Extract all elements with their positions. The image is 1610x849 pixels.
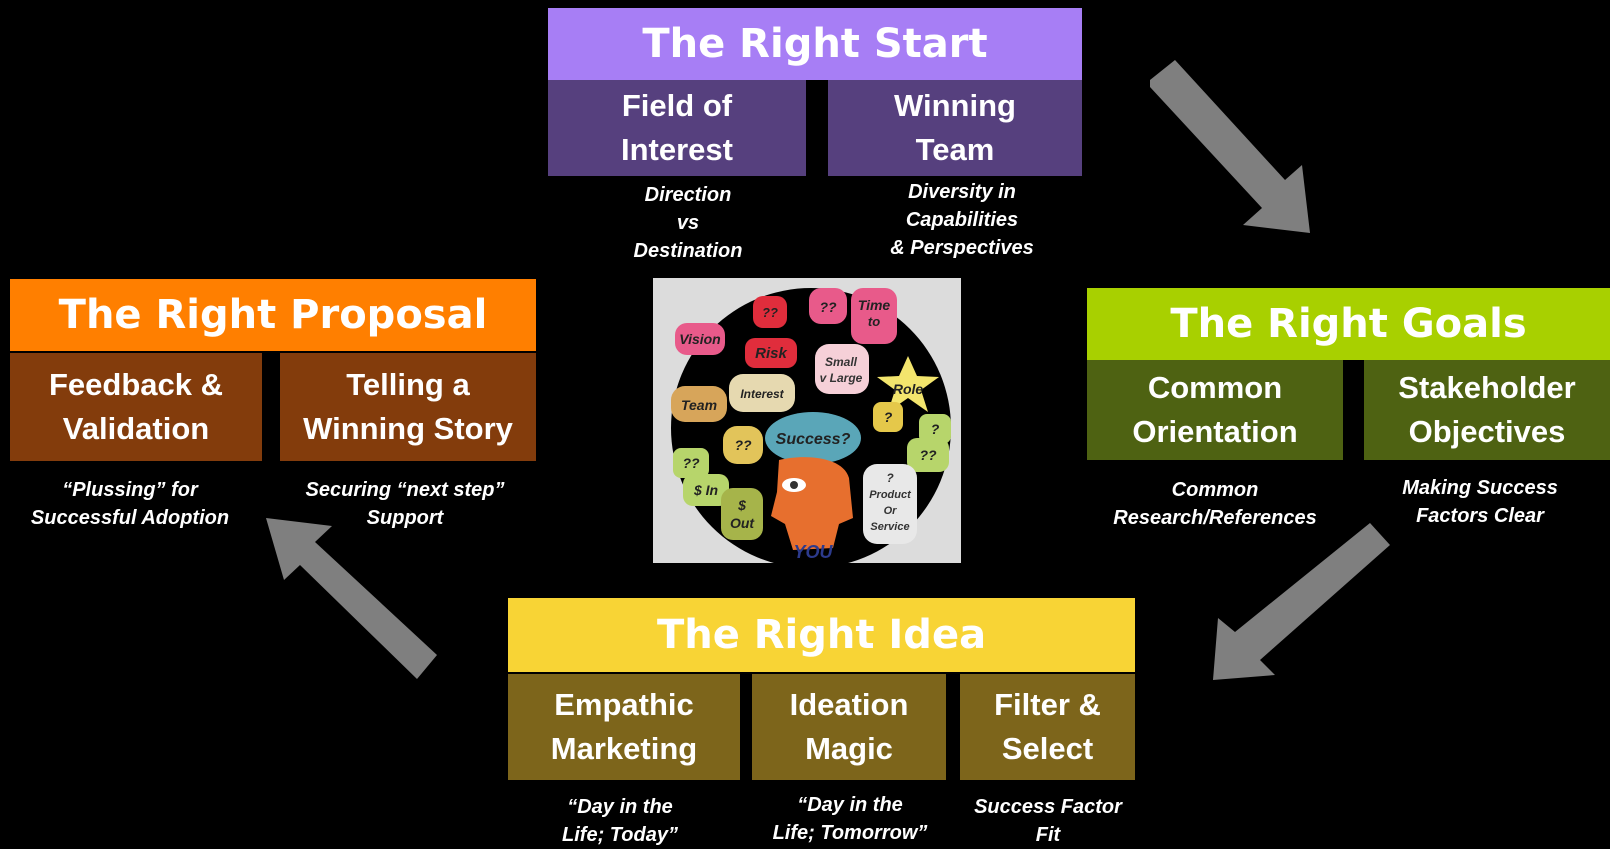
- bubble-q6: ??: [734, 437, 752, 453]
- bubble-vision: Vision: [679, 331, 721, 347]
- svg-text:Out: Out: [730, 515, 755, 531]
- start-sub-winning-team: Winning Team: [828, 80, 1082, 176]
- you-label: YOU: [793, 542, 833, 562]
- idea-title: The Right Idea: [508, 598, 1135, 672]
- arrow-start-to-goals: [1150, 60, 1310, 233]
- arrow-goals-to-idea: [1213, 523, 1390, 680]
- bubble-interest: Interest: [740, 387, 784, 401]
- svg-text:v Large: v Large: [820, 371, 863, 385]
- bubble-q5: ??: [919, 447, 937, 463]
- idea-note-success-factor: Success Factor Fit: [974, 796, 1122, 846]
- bubble-small-large: Small: [825, 355, 858, 369]
- success-thinking-illustration: Vision ?? ?? Time to Risk Small v Large …: [653, 278, 961, 563]
- start-note-diversity: Diversity in Capabilities & Perspectives: [890, 181, 1034, 259]
- center-illustration: Vision ?? ?? Time to Risk Small v Large …: [653, 278, 961, 563]
- svg-text:Service: Service: [870, 521, 909, 533]
- bubble-q3: ?: [884, 409, 893, 425]
- bubble-out: $: [737, 497, 746, 513]
- bubble-q2: ??: [819, 299, 837, 315]
- start-sub-field-of-interest: Field of Interest: [548, 80, 806, 176]
- idea-sub-filter-select: Filter & Select: [960, 674, 1135, 780]
- proposal-sub-telling-story: Telling a Winning Story: [280, 353, 536, 461]
- svg-text:Product: Product: [869, 489, 912, 501]
- bubble-product-or-service: ?: [886, 471, 894, 485]
- bubble-risk: Risk: [755, 345, 787, 362]
- svg-text:Or: Or: [884, 505, 898, 517]
- proposal-note-plussing: “Plussing” for Successful Adoption: [30, 479, 230, 529]
- goals-note-making-success: Making Success Factors Clear: [1402, 477, 1558, 527]
- proposal-title: The Right Proposal: [10, 279, 536, 351]
- bubble-q7: ??: [682, 455, 700, 471]
- bubble-success: Success?: [776, 431, 851, 448]
- bubble-role: Role: [893, 381, 924, 397]
- idea-note-tomorrow: “Day in the Life; Tomorrow”: [772, 794, 928, 844]
- start-note-direction: Direction vs Destination: [633, 184, 743, 262]
- idea-sub-empathic-marketing: Empathic Marketing: [508, 674, 740, 780]
- arrow-idea-to-proposal: [266, 518, 437, 679]
- idea-sub-ideation-magic: Ideation Magic: [752, 674, 946, 780]
- idea-note-today: “Day in the Life; Today”: [562, 796, 678, 846]
- goals-note-common-research: Common Research/References: [1113, 479, 1317, 529]
- goals-sub-stakeholder: Stakeholder Objectives: [1364, 360, 1610, 460]
- goals-title: The Right Goals: [1087, 288, 1610, 360]
- bubble-q1: ??: [762, 305, 778, 320]
- proposal-sub-feedback: Feedback & Validation: [10, 353, 262, 461]
- goals-sub-common-orientation: Common Orientation: [1087, 360, 1343, 460]
- bubble-team: Team: [681, 397, 717, 413]
- bubble-time-to: Time: [858, 297, 891, 313]
- proposal-note-securing: Securing “next step” Support: [305, 479, 505, 529]
- start-title: The Right Start: [548, 8, 1082, 80]
- bubble-q4: ?: [931, 421, 940, 437]
- svg-text:to: to: [868, 314, 880, 329]
- bubble-in: $ In: [693, 482, 718, 498]
